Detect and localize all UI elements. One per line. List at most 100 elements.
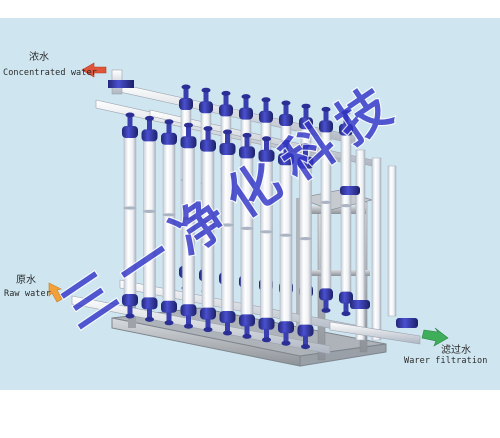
- front-module-top-nozzle: [281, 139, 291, 145]
- filtrate-risers: [329, 149, 421, 345]
- concentrate-label-zh: 浓水: [29, 52, 49, 63]
- front-module-top-nozzle: [301, 143, 310, 149]
- front-module-bottom-fitting: [283, 332, 289, 343]
- filtrate-label-en: Warer filtration: [404, 356, 488, 366]
- back-module-seam: [340, 204, 352, 208]
- back-module-top-fitting: [183, 88, 189, 99]
- front-module-top-cap: [200, 139, 216, 152]
- back-module-bottom-fitting: [343, 302, 349, 313]
- back-module-top-nozzle: [241, 94, 251, 100]
- front-module-top-cap: [219, 143, 236, 155]
- back-module-top-cap: [179, 98, 193, 110]
- front-module-top-fitting: [244, 136, 250, 148]
- front-module-seam: [260, 230, 273, 234]
- back-module-top-nozzle: [181, 84, 191, 90]
- front-module-bottom-fitting: [166, 311, 172, 322]
- back-module-bottom-nozzle: [341, 311, 351, 317]
- back-module-top-nozzle: [281, 100, 291, 106]
- back-module-top-nozzle: [201, 87, 211, 93]
- front-module-seam: [123, 206, 137, 210]
- front-module-seam: [299, 237, 312, 241]
- front-module-top-fitting: [147, 119, 152, 131]
- front-module-bottom-nozzle: [281, 340, 291, 346]
- front-module-bottom-fitting: [127, 305, 133, 315]
- front-module-bottom-nozzle: [242, 333, 252, 339]
- back-module-bottom-nozzle: [321, 307, 331, 313]
- front-module-seam: [162, 213, 176, 217]
- front-module-top-fitting: [283, 143, 289, 155]
- front-module-top-fitting: [166, 122, 172, 134]
- front-module-top-fitting: [205, 129, 211, 141]
- back-module-top-cap: [299, 117, 313, 130]
- back-module-top-nozzle: [261, 97, 271, 103]
- back-module-top-fitting: [303, 107, 309, 119]
- front-module-top-cap: [161, 132, 177, 145]
- front-module-bottom-nozzle: [125, 313, 135, 319]
- back-module-top-fitting: [283, 104, 289, 115]
- front-module-bottom-cap: [122, 294, 138, 306]
- front-module-bottom-fitting: [205, 318, 211, 329]
- front-module-bottom-cap: [258, 317, 275, 330]
- front-module-top-nozzle: [125, 112, 135, 118]
- front-module-top-nozzle: [223, 129, 232, 135]
- back-module-top-nozzle: [301, 103, 311, 109]
- front-module-top-fitting: [264, 139, 269, 151]
- front-module-top-cap: [180, 136, 197, 149]
- front-module-seam: [240, 226, 254, 230]
- back-module-bottom-cap: [319, 288, 333, 301]
- back-module-top-cap: [319, 120, 333, 133]
- front-module-top-cap: [297, 156, 314, 169]
- front-module-top-fitting: [186, 126, 191, 138]
- front-module-top-nozzle: [203, 126, 213, 132]
- front-module-bottom-cap: [239, 314, 255, 327]
- raw-water-label-en: Raw water: [4, 289, 51, 299]
- front-module-bottom-nozzle: [223, 330, 232, 336]
- front-module-seam: [201, 220, 215, 224]
- front-module-top-cap: [141, 129, 158, 142]
- filtrate-label-zh: 滤过水: [441, 345, 471, 356]
- back-module-top-cap: [199, 101, 213, 114]
- front-module-bottom-cap: [200, 307, 216, 320]
- front-module-bottom-fitting: [147, 308, 152, 319]
- back-module-top-nozzle: [341, 110, 351, 116]
- front-module-bottom-cap: [297, 324, 314, 337]
- front-module-top-cap: [122, 126, 138, 138]
- front-module-top-fitting: [303, 146, 308, 158]
- concentrate-arrow: [81, 62, 107, 78]
- back-module-seam: [320, 200, 332, 204]
- front-module-bottom-cap: [219, 311, 236, 323]
- back-module-top-cap: [259, 110, 273, 123]
- back-module-top-cap: [239, 107, 253, 120]
- front-module-seam: [279, 233, 293, 237]
- front-module-seam: [182, 216, 195, 220]
- front-module-bottom-cap: [141, 297, 158, 310]
- raw-water-arrow: [48, 282, 63, 303]
- front-module-top-cap: [278, 153, 294, 166]
- raw-water-label-zh: 原水: [16, 275, 36, 286]
- front-module-top-nozzle: [242, 132, 252, 138]
- front-module-seam: [143, 209, 156, 213]
- back-module-top-cap: [279, 114, 293, 126]
- back-module-top-fitting: [263, 100, 269, 112]
- back-module-top-fitting: [243, 97, 249, 109]
- front-module-top-nozzle: [164, 119, 174, 125]
- front-module-bottom-fitting: [264, 328, 269, 339]
- front-module-top-nozzle: [184, 122, 193, 128]
- front-module-top-cap: [239, 146, 255, 159]
- front-module-top-cap: [258, 149, 275, 162]
- front-module-bottom-fitting: [186, 315, 191, 326]
- membrane-module-array: [122, 84, 353, 350]
- front-module-bottom-nozzle: [262, 337, 271, 343]
- front-module-top-nozzle: [262, 136, 271, 142]
- front-module-seam: [221, 223, 234, 227]
- front-module-bottom-fitting: [303, 335, 308, 346]
- front-module-bottom-nozzle: [164, 320, 174, 326]
- front-module-bottom-cap: [180, 304, 197, 317]
- front-module-bottom-fitting: [225, 322, 230, 332]
- front-module-top-fitting: [127, 116, 133, 127]
- front-module-bottom-fitting: [244, 325, 250, 336]
- front-module-bottom-cap: [161, 300, 177, 313]
- front-module-top-fitting: [225, 133, 230, 144]
